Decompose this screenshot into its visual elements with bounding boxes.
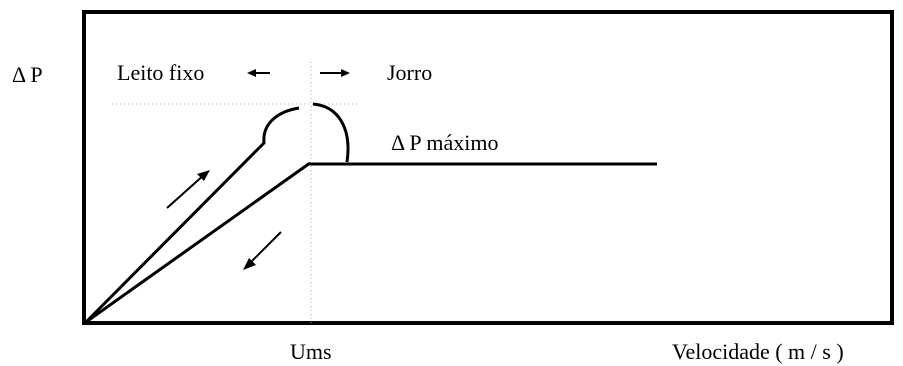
up-arrow-shaft (166, 173, 206, 209)
right-arrow-head (341, 69, 350, 77)
decreasing-velocity-curve (85, 161, 311, 324)
left-region-label: Leito fixo (117, 60, 204, 85)
up-arrow-head (197, 170, 210, 181)
plot-frame (82, 10, 894, 325)
increasing-velocity-curve (84, 146, 261, 324)
y-axis-label: Δ P (12, 62, 43, 87)
ums-tick-label: Ums (290, 339, 332, 364)
pressure-peak-hump-left (257, 106, 300, 150)
plateau-label: Δ P máximo (391, 130, 498, 155)
down-arrow-shaft (247, 231, 282, 266)
down-arrow-head (243, 258, 256, 270)
left-arrow-head (247, 69, 256, 77)
right-region-label: Jorro (387, 60, 432, 85)
pressure-peak-hump-right (312, 102, 350, 163)
x-axis-label: Velocidade ( m / s ) (672, 339, 844, 364)
